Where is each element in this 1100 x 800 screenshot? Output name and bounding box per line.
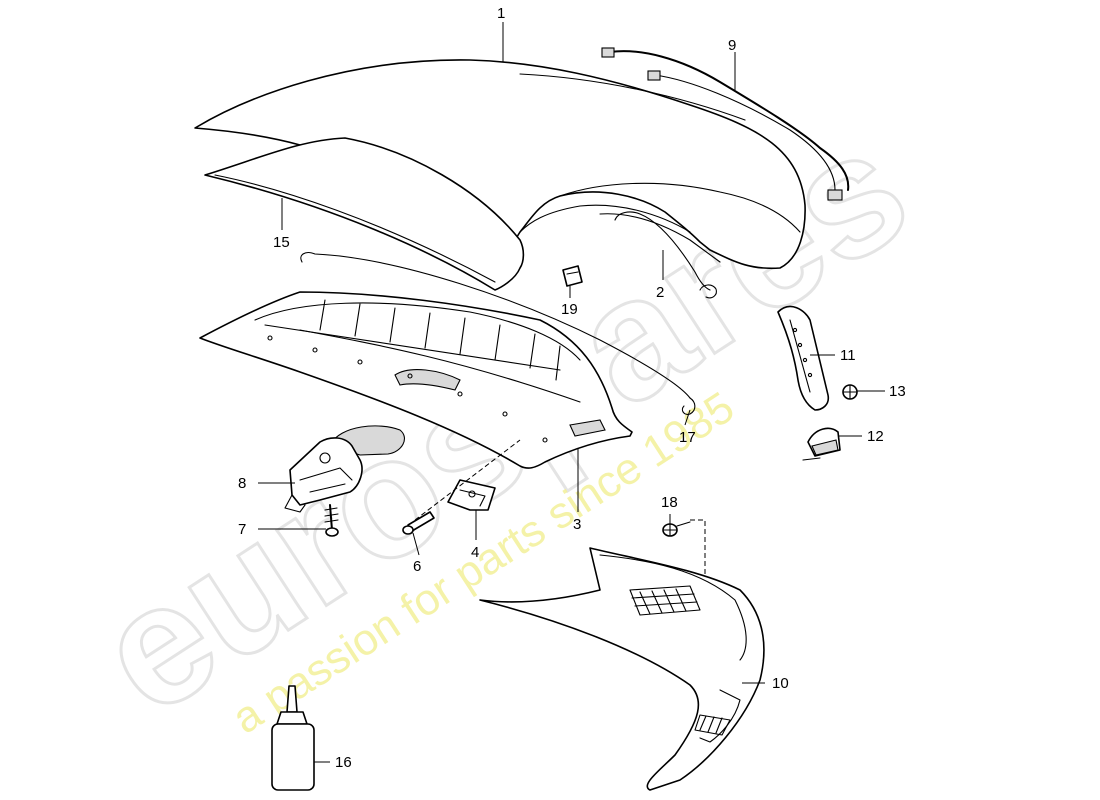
mesh-patch-lower [694,714,731,736]
callout-6: 6 [413,558,421,575]
callouts: 1 2 3 4 6 7 8 9 10 11 12 13 15 16 17 18 … [238,5,906,771]
rear-trim [479,547,765,791]
clip [562,265,583,287]
callout-1: 1 [497,5,505,22]
pillar-trim [777,305,830,411]
trim-piece [802,427,841,461]
bolt [402,511,435,535]
callout-3: 3 [573,516,581,533]
clip-nut [842,384,858,400]
callout-18: 18 [661,494,678,511]
wiring-harness [601,47,850,201]
callout-4: 4 [471,544,479,561]
headliner [204,137,525,291]
callout-8: 8 [238,475,246,492]
callout-11: 11 [840,347,856,364]
callout-19: 19 [561,301,578,318]
callout-2: 2 [656,284,664,301]
screw [662,521,691,537]
seal-cable [614,211,717,299]
rear-shelf-panel [199,291,633,469]
callout-9: 9 [728,37,736,54]
callout-15: 15 [273,234,290,251]
bracket [447,479,496,511]
callout-16: 16 [335,754,352,771]
callout-leaders [258,22,885,763]
callout-12: 12 [867,428,884,445]
callout-10: 10 [772,675,789,692]
callout-17: 17 [679,429,696,446]
callout-7: 7 [238,521,246,538]
mounting-line-bolt [414,439,521,521]
mounting-line-screw [690,519,706,605]
adhesive-bottle [271,685,315,791]
latch [284,425,405,513]
shelf-ribs [319,299,561,381]
tapping-screw [324,504,339,537]
callout-13: 13 [889,383,906,400]
seal-strip [300,252,696,415]
mesh-patch [629,585,701,616]
